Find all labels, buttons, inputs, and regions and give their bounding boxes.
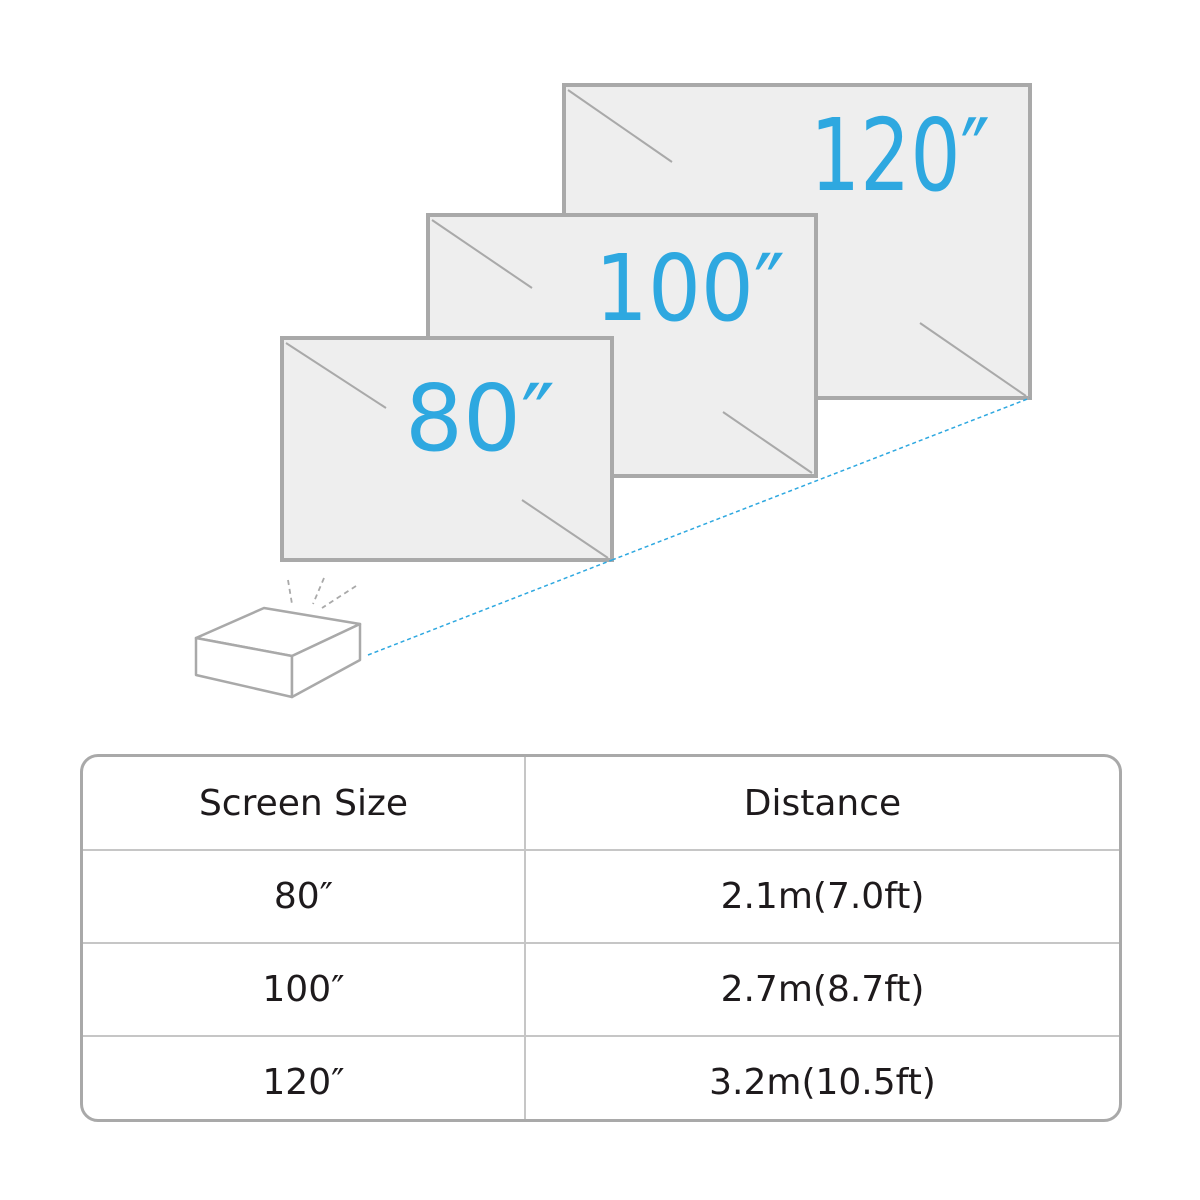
projector-icon <box>194 606 362 699</box>
projector-side-face <box>290 622 362 699</box>
screen-80-glare-top <box>285 342 387 409</box>
screen-80-glare-bottom <box>521 499 609 559</box>
throw-distance-table: Screen Size Distance 80″ 2.1m(7.0ft) 100… <box>80 754 1122 1122</box>
table-row: 100″ 2.7m(8.7ft) <box>83 943 1119 1037</box>
screen-100-glare-bottom <box>722 411 813 474</box>
cell-size: 120″ <box>83 1036 526 1119</box>
screen-120-glare-bottom <box>919 322 1027 397</box>
cell-size: 80″ <box>83 850 526 944</box>
screen-100-label: 100″ <box>595 235 785 342</box>
table-header-row: Screen Size Distance <box>83 757 1119 851</box>
header-distance: Distance <box>525 757 1119 851</box>
table-row: 80″ 2.1m(7.0ft) <box>83 850 1119 944</box>
beam-line-near <box>367 559 613 656</box>
beam-line-far <box>611 397 1031 561</box>
light-rays <box>287 577 357 609</box>
cell-distance: 3.2m(10.5ft) <box>709 1062 936 1103</box>
screen-80: 80″ <box>280 336 614 562</box>
table-row: 120″ 3.2m(10.5ft) <box>83 1036 1119 1119</box>
projection-illustration: 120″ 100″ 80″ <box>194 83 1032 699</box>
cell-size: 100″ <box>83 943 526 1037</box>
cell-distance: 2.1m(7.0ft) <box>525 850 1119 944</box>
screen-120-glare-top <box>567 89 673 163</box>
screen-120-label: 120″ <box>810 97 990 214</box>
screen-80-label: 80″ <box>405 365 555 472</box>
cell-distance: 2.7m(8.7ft) <box>525 943 1119 1037</box>
screen-100-glare-top <box>431 219 533 289</box>
header-screen-size: Screen Size <box>83 757 526 851</box>
